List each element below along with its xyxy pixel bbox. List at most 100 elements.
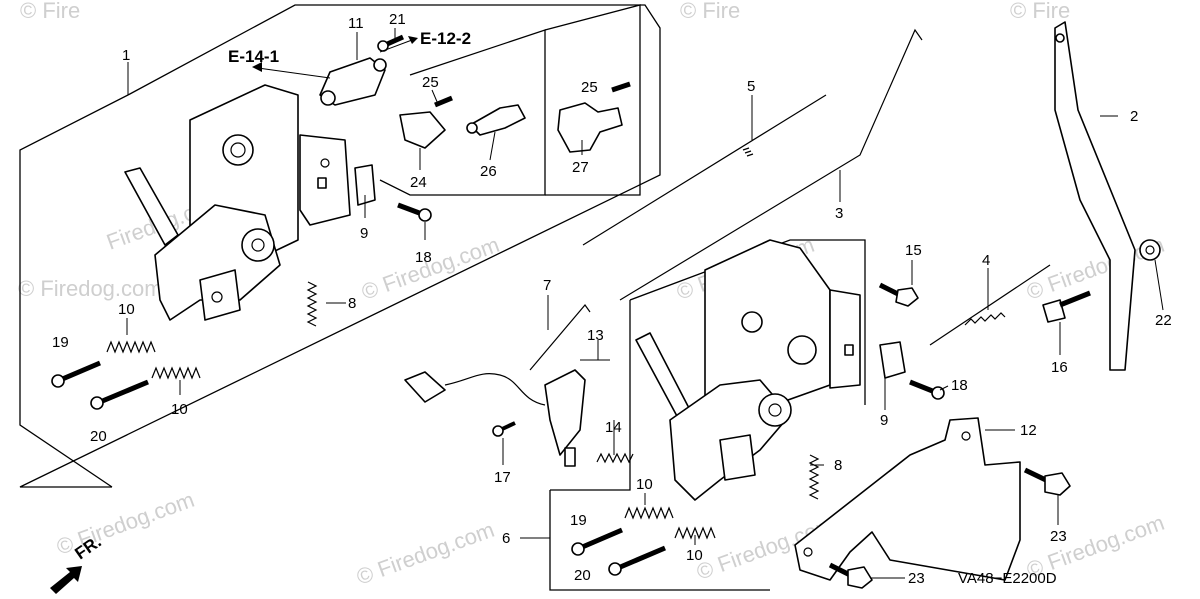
clip-9-right [879, 341, 906, 379]
frame-sub-25-27 [544, 4, 641, 196]
rod-5 [582, 94, 827, 246]
callout-10-b: 10 [171, 401, 188, 418]
callout-26: 26 [480, 163, 497, 180]
callout-3: 3 [835, 205, 843, 222]
callout-27: 27 [572, 159, 589, 176]
callout-8-right: 8 [834, 457, 842, 474]
callout-25-left: 25 [422, 74, 439, 91]
screw-18-left [397, 202, 432, 222]
callout-15: 15 [905, 242, 922, 259]
callout-23-lower: 23 [908, 570, 925, 587]
callout-17: 17 [494, 469, 511, 486]
callout-20-right: 20 [574, 567, 591, 584]
arrow-ref-left-head [252, 62, 262, 72]
callout-7: 7 [543, 277, 551, 294]
diagram-code: VA48−E2200D [958, 570, 1057, 587]
lever-disc-hub-left [251, 238, 265, 252]
callout-8-left: 8 [348, 295, 356, 312]
watermark-corner-3: © Fire [1010, 0, 1070, 23]
pivot-hole-inner-left [230, 142, 246, 158]
cable-wire [444, 373, 546, 406]
watermark-rotated-6: © Firedog.com [353, 517, 497, 590]
callout-22: 22 [1155, 312, 1172, 329]
callout-25-right: 25 [581, 79, 598, 96]
callout-14: 14 [605, 419, 622, 436]
cable-holder-24 [399, 111, 446, 149]
frame-assembly-1-side [19, 94, 129, 488]
assembly-11 [319, 57, 387, 106]
spring-14 [596, 452, 634, 464]
reference-arrows [252, 36, 418, 79]
cable-assembly-13 [404, 369, 586, 467]
connector-plug [404, 371, 446, 403]
lever-disc-left [241, 228, 275, 262]
side-bracket-right [829, 289, 861, 389]
screw-21 [377, 34, 405, 52]
bolt-23-lower [828, 562, 873, 589]
control-rods [529, 28, 1051, 371]
spring-8-right [808, 454, 820, 500]
screw-19-left [51, 360, 101, 388]
clip-27 [557, 102, 623, 153]
spring-8-left [306, 281, 318, 327]
callout-23-upper: 23 [1050, 528, 1067, 545]
callout-24: 24 [410, 174, 427, 191]
leader-lines [126, 28, 1164, 579]
nut-22 [1139, 239, 1161, 261]
callout-5: 5 [747, 78, 755, 95]
screw-25-right [611, 81, 631, 93]
arrow-ref-right-head [408, 36, 418, 44]
front-arrow-icon [50, 566, 82, 594]
clip-9-left [354, 164, 376, 206]
callout-13: 13 [587, 327, 604, 344]
frame-assembly-6-bottom [549, 490, 770, 591]
screw-17 [492, 421, 516, 437]
rod-5-spring [742, 147, 754, 157]
watermark-corner-1: © Fire [20, 0, 80, 23]
tab-hole-left [211, 291, 223, 303]
bracket-12-hole-1 [961, 431, 971, 441]
slot-right [844, 344, 854, 356]
spring-10-left-lower [151, 366, 201, 380]
arrow-ref-left-line [257, 67, 331, 79]
rod-4 [929, 264, 1051, 346]
bolt-16 [1042, 290, 1091, 323]
switch-13 [544, 369, 586, 456]
callout-10-a: 10 [118, 301, 135, 318]
callout-10-d: 10 [686, 547, 703, 564]
pivot-right-2 [741, 311, 763, 333]
lever-disc-right [758, 393, 792, 427]
arrow-ref-right-line [379, 39, 413, 53]
switch-tab [564, 447, 576, 467]
callout-9-right: 9 [880, 412, 888, 429]
assembly-frames [19, 4, 866, 591]
bracket-12 [794, 417, 1021, 581]
lower-tab-right [719, 434, 756, 481]
callout-4: 4 [982, 252, 990, 269]
frame-assembly-1 [19, 4, 661, 488]
callout-6: 6 [502, 530, 510, 547]
lever-2 [1054, 21, 1136, 371]
lower-tab-left [199, 269, 241, 321]
callout-11: 11 [348, 15, 364, 32]
callout-10-c: 10 [636, 476, 653, 493]
joint-end-26 [466, 122, 478, 134]
slot-1 [317, 177, 327, 189]
spring-10-left-upper [106, 340, 156, 354]
watermark-rotated-2: © Firedog.com [358, 232, 502, 305]
screw-18-right [909, 379, 945, 400]
callout-numbers: 1 2 3 4 5 6 7 8 8 9 9 10 10 10 10 11 12 … [52, 11, 1172, 587]
callout-1: 1 [122, 47, 130, 64]
callout-18-right: 18 [951, 377, 968, 394]
watermark-main: © Firedog.com [18, 276, 163, 301]
rod-7 [529, 304, 591, 371]
rod-3 [619, 28, 923, 301]
callout-2: 2 [1130, 108, 1138, 125]
screw-20-right [608, 545, 666, 576]
callout-21: 21 [389, 11, 406, 28]
lever-2-hole [1055, 33, 1065, 43]
spring-4 [964, 312, 1006, 326]
screw-20-left [90, 379, 149, 410]
spring-10-right-lower [674, 526, 716, 540]
